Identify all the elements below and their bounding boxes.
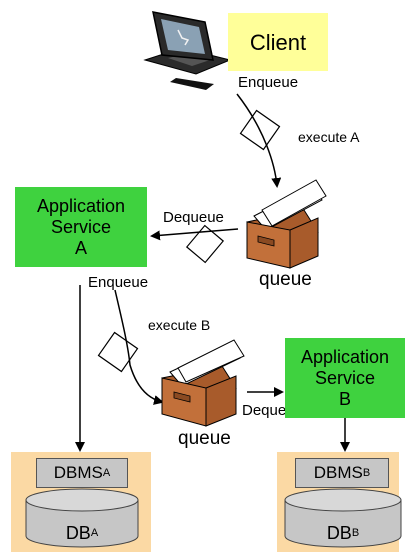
- enqueue-label-client: Enqueue: [238, 74, 299, 91]
- db-b-label: DB: [326, 522, 352, 543]
- application-service-b: Application Service B: [285, 338, 405, 418]
- service-a-line1: Application: [36, 195, 126, 216]
- service-a-line3: A: [74, 237, 87, 258]
- application-service-a: Application Service A: [15, 187, 147, 267]
- service-b-line1: Application: [300, 346, 390, 367]
- db-b-cylinder-icon: [284, 488, 402, 548]
- arrow-client-to-queue: [236, 93, 282, 188]
- queue-label-2: queue: [178, 428, 231, 449]
- client-label: Client: [249, 29, 307, 55]
- service-a-line2: Service: [50, 216, 112, 237]
- execute-b-label: execute B: [148, 317, 211, 333]
- laptop-icon: [143, 11, 232, 90]
- db-a-label: DB: [65, 522, 91, 543]
- queue-box-1-icon: [246, 179, 327, 269]
- enqueue-label-service-a: Enqueue: [88, 274, 149, 291]
- message-dequeue-a-icon: [185, 224, 225, 264]
- client-label-box: Client: [228, 13, 328, 71]
- service-b-line3: B: [338, 388, 351, 409]
- dbms-a-label: DBMS: [53, 463, 103, 482]
- message-execute-b-icon: [97, 331, 139, 373]
- execute-a-label: execute A: [298, 129, 360, 145]
- dbms-b-label: DBMS: [313, 463, 363, 482]
- dequeue-a-label: Dequeue: [163, 209, 224, 226]
- db-a-cylinder-icon: [25, 488, 139, 548]
- arrow-service-a-to-queue: [114, 289, 164, 405]
- arrow-queue-to-service-a: [150, 228, 239, 241]
- queue-label-1: queue: [259, 269, 312, 290]
- service-b-line2: Service: [314, 367, 376, 388]
- queue-box-2-icon: [161, 339, 245, 427]
